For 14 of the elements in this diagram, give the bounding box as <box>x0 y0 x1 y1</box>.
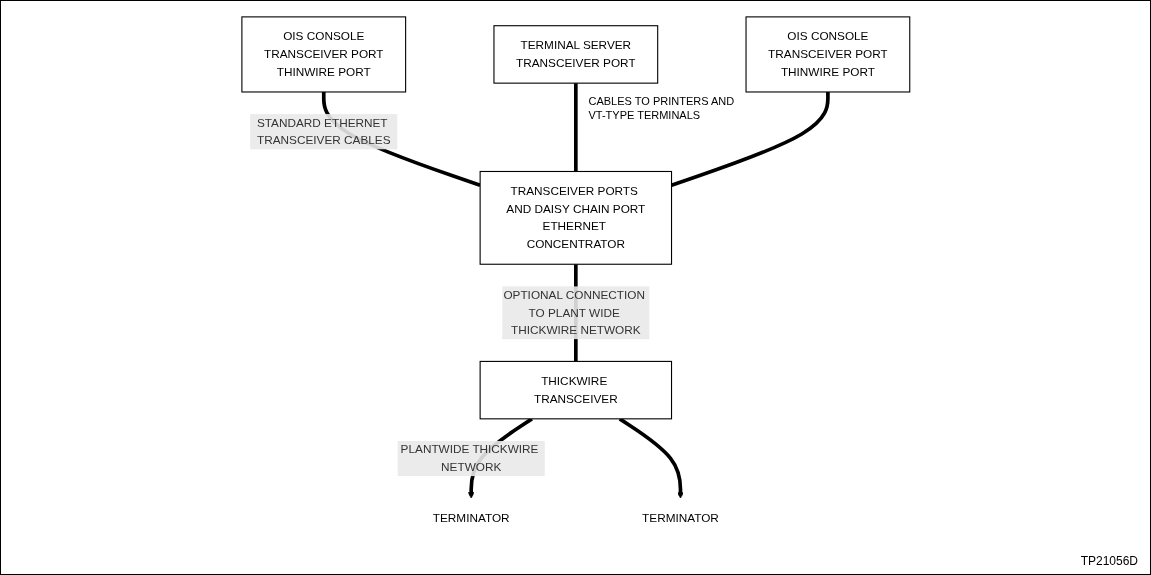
node-box: THICKWIRE TRANSCEIVER <box>479 360 672 420</box>
arrow <box>618 417 684 499</box>
node-box: TRANSCEIVER PORTS AND DAISY CHAIN PORT ETHERNET CONCENTRATOR <box>479 170 672 265</box>
cable-note: CABLES TO PRINTERS AND VT-TYPE TERMINALS <box>588 94 736 123</box>
drawing-number: TP21056D <box>1080 554 1138 568</box>
edge-label: PLANTWIDE THICKWIRE NETWORK <box>400 443 539 474</box>
edge-label: OPTIONAL CONNECTION TO PLANT WIDE THICKWIRE NETWORK <box>503 288 645 337</box>
node-text: TERMINATOR <box>432 511 510 525</box>
connector <box>573 83 578 172</box>
node-box: TERMINAL SERVER TRANSCEIVER PORT <box>493 25 658 84</box>
node-box: OIS CONSOLE TRANSCEIVER PORT THINWIRE PORT <box>241 16 406 93</box>
node-box: OIS CONSOLE TRANSCEIVER PORT THINWIRE PORT <box>745 16 910 93</box>
edge-label: STANDARD ETHERNET TRANSCEIVER CABLES <box>256 116 391 147</box>
node-text: TERMINATOR <box>641 511 719 525</box>
